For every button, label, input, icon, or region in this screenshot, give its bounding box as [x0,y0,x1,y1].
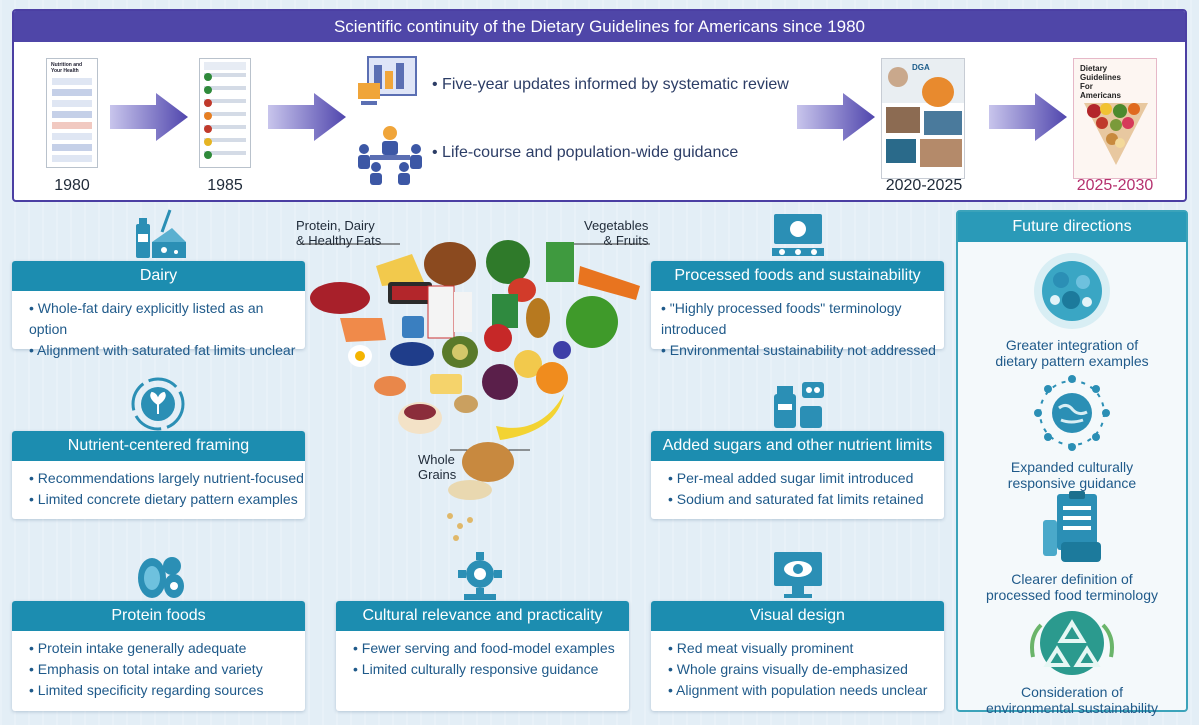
plate-label-grains: Whole Grains [418,452,457,482]
processed-card: Processed foods and sustainability "High… [651,261,944,358]
doc-1980-title: Nutrition and Your Health [51,62,83,74]
list-item: Alignment with population needs unclear [668,680,944,701]
list-item: Limited specificity regarding sources [29,680,305,701]
guideline-1980-thumbnail: Nutrition and Your Health [46,58,98,168]
guideline-2020-cover: DGA [881,58,965,179]
future-item: Consideration of environmental sustainab… [958,607,1186,716]
year-2025-2030: 2025-2030 [1076,177,1154,194]
future-directions-title: Future directions [958,212,1186,242]
population-group-icon [358,126,422,185]
visual-card: Visual design Red meat visually prominen… [651,601,944,711]
dairy-icon [136,209,186,258]
sugars-card: Added sugars and other nutrient limits P… [651,431,944,519]
systematic-review-icon [358,56,417,105]
nutrient-limits-icon [774,382,824,428]
list-item: Protein intake generally adequate [29,638,305,659]
guideline-2025-cover: Dietary Guidelines For Americans [1073,58,1157,179]
list-item: Recommendations largely nutrient-focused [29,468,305,489]
arrow-icon [797,93,875,141]
timeline-title: Scientific continuity of the Dietary Gui… [14,11,1185,42]
visual-design-icon [774,552,822,598]
list-item: "Highly processed foods" terminology int… [661,298,944,340]
processed-foods-icon [772,214,824,256]
future-item: Expanded culturally responsive guidance [958,372,1186,491]
future-item: Greater integration of dietary pattern e… [958,250,1186,369]
list-item: Whole-fat dairy explicitly listed as an … [29,298,305,340]
cultural-practicality-icon [458,552,502,600]
list-item: Environmental sustainability not address… [661,340,944,361]
nutrient-target-icon [131,377,185,431]
future-label: Clearer definition of processed food ter… [986,571,1158,603]
processed-card-title: Processed foods and sustainability [651,261,944,291]
timeline-bullet-life-course: • Life-course and population-wide guidan… [432,144,739,161]
future-label: Expanded culturally responsive guidance [1007,459,1137,491]
sugars-card-title: Added sugars and other nutrient limits [651,431,944,461]
timeline-panel: Scientific continuity of the Dietary Gui… [12,9,1187,202]
globe-people-icon [1034,375,1110,451]
arrow-icon [989,93,1067,141]
list-item: Limited concrete dietary pattern example… [29,489,305,510]
list-item: Whole grains visually de-emphasized [668,659,944,680]
protein-card: Protein foods Protein intake generally a… [12,601,305,711]
visual-card-title: Visual design [651,601,944,631]
arrow-icon [110,93,188,141]
doc-2025-title: Dietary Guidelines For Americans [1080,64,1121,100]
list-item: Red meat visually prominent [668,638,944,659]
cultural-card: Cultural relevance and practicality Fewe… [336,601,629,711]
future-item: Clearer definition of processed food ter… [958,490,1186,603]
recycle-icon [1030,611,1114,675]
year-2020-2025: 2020-2025 [885,177,963,194]
list-item: Alignment with saturated fat limits uncl… [29,340,305,361]
dairy-card: Dairy Whole-fat dairy explicitly listed … [12,261,305,358]
nutrient-card-title: Nutrient-centered framing [12,431,305,461]
doc-2020-mark: DGA [912,63,930,72]
list-item: Emphasis on total intake and variety [29,659,305,680]
dairy-card-title: Dairy [12,261,305,291]
list-item: Fewer serving and food-model examples [353,638,629,659]
future-directions-panel: Future directions Greater integration of… [956,210,1188,716]
year-1980: 1980 [54,177,90,194]
list-item: Sodium and saturated fat limits retained [668,489,944,510]
food-pyramid-illustration [300,240,650,541]
clipboard-icon [1043,491,1101,562]
guideline-1985-thumbnail [199,58,251,168]
nutrient-card: Nutrient-centered framing Recommendation… [12,431,305,519]
timeline-bullet-updates: • Five-year updates informed by systemat… [432,76,789,93]
future-label: Greater integration of dietary pattern e… [995,337,1149,369]
future-label: Consideration of environmental sustainab… [986,684,1158,716]
year-1985: 1985 [207,177,243,194]
list-item: Per-meal added sugar limit introduced [668,468,944,489]
cultural-card-title: Cultural relevance and practicality [336,601,629,631]
food-circle-icon [1034,253,1110,329]
list-item: Limited culturally responsive guidance [353,659,629,680]
protein-foods-icon [138,557,184,598]
arrow-icon [268,93,346,141]
protein-card-title: Protein foods [12,601,305,631]
